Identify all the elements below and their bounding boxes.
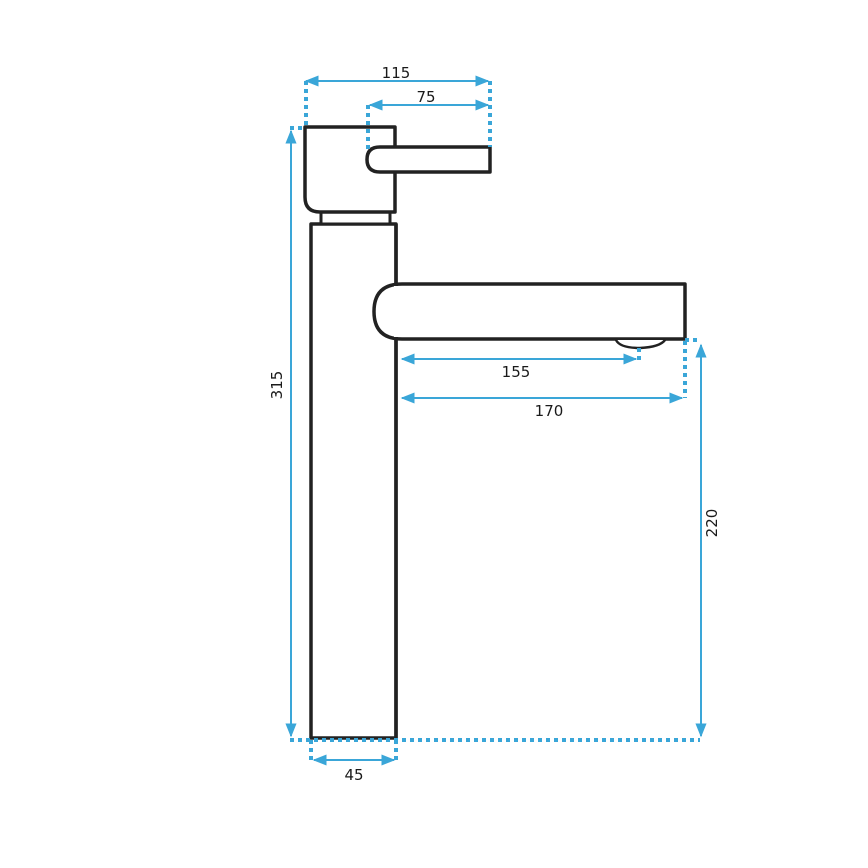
dim-label-115: 115	[382, 64, 411, 82]
dim-label-75: 75	[416, 88, 435, 106]
faucet-lever	[365, 145, 492, 174]
dim-label-220: 220	[703, 509, 721, 538]
faucet-aerator	[614, 339, 667, 350]
dim-label-315: 315	[268, 371, 286, 400]
dim-label-45: 45	[344, 766, 363, 784]
dim-label-155: 155	[502, 363, 531, 381]
faucet-spout	[372, 282, 687, 341]
dim-label-170: 170	[535, 402, 564, 420]
faucet-collar	[319, 210, 392, 226]
